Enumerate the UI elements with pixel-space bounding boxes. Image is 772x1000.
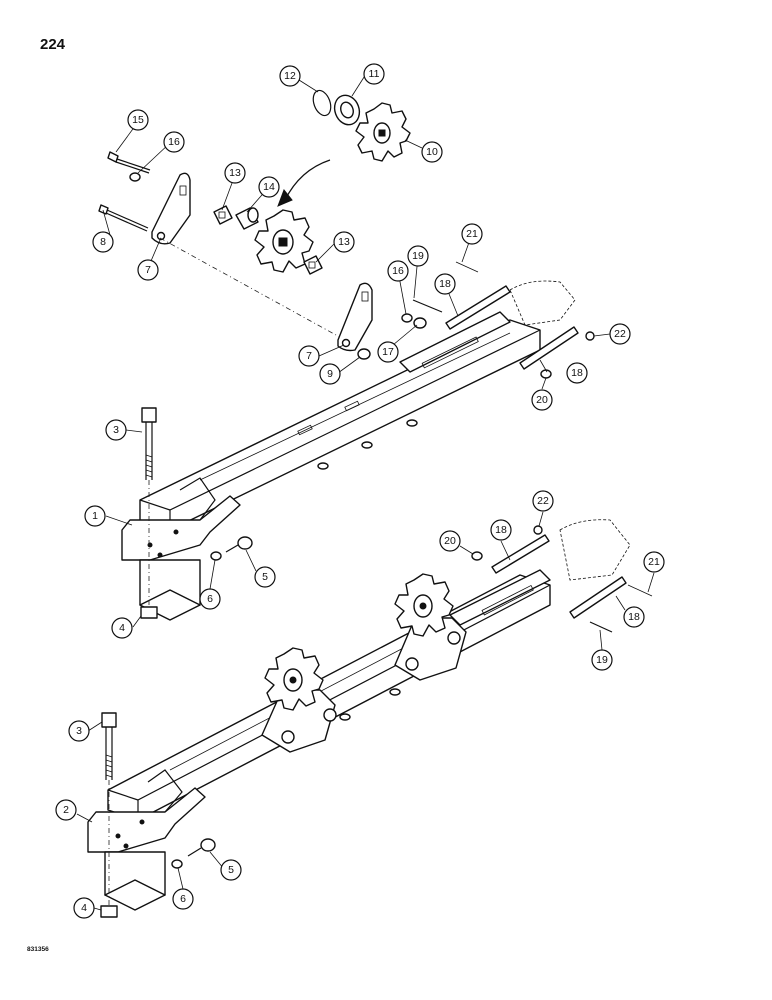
assembly-arrow xyxy=(284,159,331,201)
svg-text:5: 5 xyxy=(228,864,234,876)
sprocket-large xyxy=(254,209,314,273)
page-number: 224 xyxy=(40,36,66,53)
callout-17: 17 xyxy=(377,341,399,363)
callout-18: 18 xyxy=(434,273,456,295)
callout-18: 18 xyxy=(566,362,588,384)
callout-11: 11 xyxy=(363,63,385,85)
callout-7: 7 xyxy=(137,259,159,281)
callout-12: 12 xyxy=(279,65,301,87)
callout-1: 1 xyxy=(84,505,106,527)
svg-text:22: 22 xyxy=(614,328,626,340)
callout-13: 13 xyxy=(333,231,355,253)
mounting-bracket-right xyxy=(337,282,373,352)
callout-16: 16 xyxy=(163,131,185,153)
svg-text:19: 19 xyxy=(412,250,424,262)
svg-text:8: 8 xyxy=(100,236,106,248)
callout-2: 2 xyxy=(55,799,77,821)
svg-text:17: 17 xyxy=(382,346,394,358)
svg-text:18: 18 xyxy=(571,367,583,379)
bushing xyxy=(235,207,259,230)
callout-8: 8 xyxy=(92,231,114,253)
sprocket-small xyxy=(355,102,411,162)
svg-text:14: 14 xyxy=(263,181,275,193)
svg-text:4: 4 xyxy=(119,622,125,634)
svg-text:6: 6 xyxy=(207,593,213,605)
cap-screw xyxy=(225,536,253,553)
rail-assembly-lower xyxy=(87,519,653,918)
exploded-idler-group xyxy=(98,89,411,341)
callout-19: 19 xyxy=(407,245,429,267)
callout-22: 22 xyxy=(532,490,554,512)
callout-14: 14 xyxy=(258,176,280,198)
svg-text:2: 2 xyxy=(63,804,69,816)
callout-19: 19 xyxy=(591,649,613,671)
callout-6: 6 xyxy=(172,888,194,910)
svg-text:16: 16 xyxy=(168,136,180,148)
svg-text:19: 19 xyxy=(596,654,608,666)
callout-21: 21 xyxy=(643,551,665,573)
callout-4: 4 xyxy=(73,897,95,919)
mounted-sprocket-1 xyxy=(261,647,337,753)
svg-text:15: 15 xyxy=(132,114,144,126)
svg-text:13: 13 xyxy=(338,236,350,248)
svg-text:21: 21 xyxy=(466,228,478,240)
callout-5: 5 xyxy=(220,859,242,881)
callout-6: 6 xyxy=(199,588,221,610)
callout-20: 20 xyxy=(531,389,553,411)
svg-text:16: 16 xyxy=(392,265,404,277)
callout-18: 18 xyxy=(490,519,512,541)
hex-bolt xyxy=(101,712,117,905)
mounting-bracket-left xyxy=(151,172,191,245)
hex-bolt xyxy=(141,407,157,610)
callout-9: 9 xyxy=(319,363,341,385)
callout-15: 15 xyxy=(127,109,149,131)
callout-4: 4 xyxy=(111,617,133,639)
svg-text:7: 7 xyxy=(306,350,312,362)
svg-text:18: 18 xyxy=(439,278,451,290)
svg-text:10: 10 xyxy=(426,146,438,158)
svg-text:21: 21 xyxy=(648,556,660,568)
svg-text:7: 7 xyxy=(145,264,151,276)
callout-7: 7 xyxy=(298,345,320,367)
svg-text:9: 9 xyxy=(327,368,333,380)
callout-3: 3 xyxy=(68,720,90,742)
svg-text:3: 3 xyxy=(76,725,82,737)
svg-text:18: 18 xyxy=(495,524,507,536)
figure-code: 831356 xyxy=(27,946,49,953)
svg-text:22: 22 xyxy=(537,495,549,507)
washer xyxy=(129,172,141,182)
svg-text:13: 13 xyxy=(229,167,241,179)
cap-screw xyxy=(187,838,216,857)
callout-22: 22 xyxy=(609,323,631,345)
svg-text:3: 3 xyxy=(113,424,119,436)
svg-text:11: 11 xyxy=(369,68,380,80)
callout-21: 21 xyxy=(461,223,483,245)
snap-ring xyxy=(312,89,332,117)
svg-text:18: 18 xyxy=(628,611,640,623)
svg-text:4: 4 xyxy=(81,902,87,914)
spacer-plate xyxy=(213,205,233,225)
svg-text:20: 20 xyxy=(536,394,548,406)
callout-18: 18 xyxy=(623,606,645,628)
callout-3: 3 xyxy=(105,419,127,441)
svg-text:1: 1 xyxy=(92,510,98,522)
nut xyxy=(357,348,371,360)
callout-10: 10 xyxy=(421,141,443,163)
long-bolt xyxy=(98,204,149,232)
callout-5: 5 xyxy=(254,566,276,588)
rail-assembly-upper xyxy=(121,261,595,621)
mounted-sprocket-2 xyxy=(394,573,467,681)
callout-16: 16 xyxy=(387,260,409,282)
bolt xyxy=(107,151,151,174)
callout-13: 13 xyxy=(224,162,246,184)
bearing xyxy=(333,94,361,126)
svg-text:12: 12 xyxy=(284,70,296,82)
callout-20: 20 xyxy=(439,530,461,552)
svg-text:5: 5 xyxy=(262,571,268,583)
svg-text:20: 20 xyxy=(444,535,456,547)
svg-text:6: 6 xyxy=(180,893,186,905)
